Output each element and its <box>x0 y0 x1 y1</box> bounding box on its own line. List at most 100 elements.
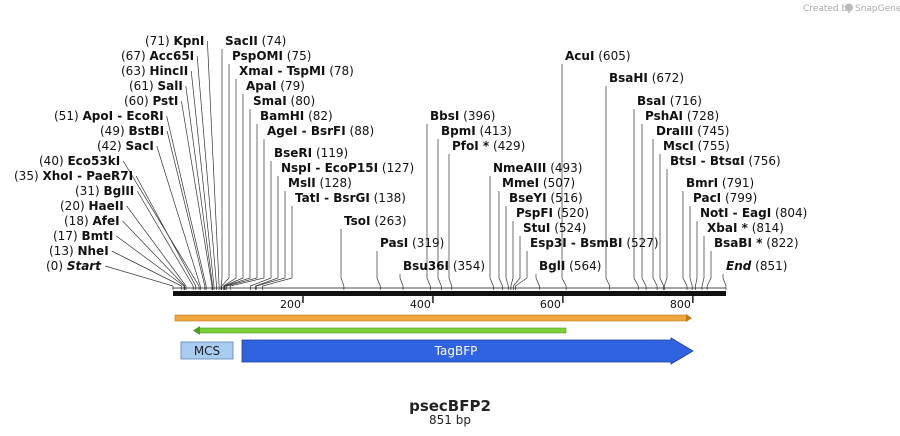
restriction-site-label[interactable]: (17) BmtI <box>53 229 113 243</box>
restriction-site-label[interactable]: (0) Start <box>46 259 102 273</box>
restriction-site-label[interactable]: AgeI - BsrFI (88) <box>267 124 374 138</box>
site-leader-line <box>255 191 286 290</box>
restriction-site-label[interactable]: BsaBI * (822) <box>714 236 799 250</box>
site-leader-line <box>513 236 521 290</box>
orange-band-arrowhead-icon <box>686 314 692 322</box>
site-leader-line <box>515 251 528 290</box>
restriction-site-label[interactable]: (71) KpnI <box>145 34 204 48</box>
restriction-site-label[interactable]: NmeAIII (493) <box>493 161 582 175</box>
site-leader-line <box>181 100 213 290</box>
restriction-site-label[interactable]: PacI (799) <box>693 191 757 205</box>
restriction-site-labels: (0) Start(13) NheI(17) BmtI(18) AfeI(20)… <box>14 34 807 273</box>
restriction-site-label[interactable]: SacII (74) <box>225 34 286 48</box>
restriction-site-label[interactable]: StuI (524) <box>523 221 587 235</box>
restriction-site-label[interactable]: BseYI (516) <box>509 191 583 205</box>
site-leader-line <box>633 109 639 290</box>
restriction-site-label[interactable]: Esp3I - BsmBI (527) <box>530 236 659 250</box>
dna-backbone <box>173 291 726 296</box>
restriction-site-label[interactable]: (35) XhoI - PaeR7I <box>14 169 133 183</box>
restriction-site-label[interactable]: (20) HaeII <box>60 199 124 213</box>
restriction-site-label[interactable]: (63) HincII <box>121 64 188 78</box>
restriction-site-label[interactable]: (60) PstI <box>124 94 178 108</box>
restriction-site-label[interactable]: Bsu36I (354) <box>403 259 485 273</box>
restriction-site-label[interactable]: BamHI (82) <box>260 109 333 123</box>
mcs-feature[interactable] <box>180 341 234 360</box>
site-leader-line <box>229 139 265 290</box>
site-leader-line <box>223 94 244 290</box>
ruler-tick-label: 800 <box>670 298 691 311</box>
site-leader-line <box>695 221 698 290</box>
ruler-tick-label: 400 <box>410 298 431 311</box>
restriction-site-label[interactable]: TatI - BsrGI (138) <box>295 191 406 205</box>
restriction-site-label[interactable]: PshAI (728) <box>645 109 719 123</box>
restriction-site-label[interactable]: NspI - EcoP15I (127) <box>281 161 414 175</box>
credit-prefix: Created by <box>803 4 853 14</box>
site-leader-line <box>220 49 223 290</box>
restriction-site-label[interactable]: ApaI (79) <box>246 79 305 93</box>
restriction-site-label[interactable]: BglI (564) <box>539 259 601 273</box>
restriction-site-label[interactable]: (42) SacI <box>97 139 154 153</box>
site-leader-line <box>682 191 688 290</box>
site-leader-line <box>641 124 647 290</box>
site-leader-line <box>122 160 200 290</box>
restriction-site-label[interactable]: (67) Acc65I <box>121 49 194 63</box>
restriction-site-label[interactable]: MslI (128) <box>288 176 352 190</box>
site-leader-line <box>340 229 345 290</box>
green-feature-arrow[interactable] <box>197 327 567 334</box>
site-leader-line <box>156 145 201 290</box>
site-leader-line <box>116 235 185 290</box>
site-leader-line <box>262 206 293 290</box>
restriction-site-label[interactable]: PasI (319) <box>380 236 444 250</box>
site-leader-line <box>659 154 664 290</box>
orange-feature-band[interactable] <box>174 314 688 322</box>
green-arrow-head-icon <box>193 326 200 335</box>
restriction-site-label[interactable]: PspOMI (75) <box>232 49 311 63</box>
restriction-site-label[interactable]: BsaI (716) <box>637 94 702 108</box>
site-leader-line <box>663 169 668 290</box>
restriction-site-label[interactable]: (49) BstBI <box>100 124 164 138</box>
restriction-site-label[interactable]: (31) BglII <box>75 184 134 198</box>
plasmid-name: psecBFP2 <box>409 397 491 415</box>
restriction-site-label[interactable]: (18) AfeI <box>64 214 120 228</box>
site-leader-line <box>166 115 207 290</box>
restriction-site-label[interactable]: MmeI (507) <box>502 176 575 190</box>
site-leader-line <box>701 236 705 290</box>
site-leader-line <box>489 176 494 290</box>
restriction-site-label[interactable]: DraIII (745) <box>656 124 729 138</box>
site-leader-line <box>207 40 220 290</box>
restriction-site-label[interactable]: (51) ApoI - EcoRI <box>54 109 164 123</box>
site-leader-line <box>122 220 186 290</box>
site-leader-line <box>111 250 182 290</box>
restriction-site-label[interactable]: TsoI (263) <box>344 214 407 228</box>
restriction-site-label[interactable]: MscI (755) <box>663 139 730 153</box>
restriction-site-label[interactable]: XbaI * (814) <box>707 221 784 235</box>
site-leader-line <box>255 176 279 290</box>
restriction-site-label[interactable]: BmrI (791) <box>686 176 754 190</box>
site-leader-line <box>196 55 217 290</box>
plasmid-length: 851 bp <box>429 413 471 427</box>
restriction-site-label[interactable]: AcuI (605) <box>565 49 631 63</box>
restriction-site-label[interactable]: PfoI * (429) <box>452 139 525 153</box>
mcs-label: MCS <box>194 344 220 358</box>
restriction-site-label[interactable]: NotI - EagI (804) <box>700 206 807 220</box>
site-leader-line <box>249 161 272 290</box>
restriction-site-label[interactable]: (61) SalI <box>129 79 183 93</box>
restriction-site-label[interactable]: End (851) <box>726 259 787 273</box>
site-leader-line <box>105 265 174 290</box>
restriction-site-label[interactable]: (40) Eco53kI <box>39 154 120 168</box>
restriction-site-label[interactable]: BpmI (413) <box>441 124 512 138</box>
restriction-site-label[interactable]: BsaHI (672) <box>609 71 684 85</box>
site-leader-line <box>126 205 187 290</box>
site-leader-lines <box>105 40 727 290</box>
restriction-site-label[interactable]: XmaI - TspMI (78) <box>239 64 354 78</box>
restriction-site-label[interactable]: SmaI (80) <box>253 94 315 108</box>
restriction-site-label[interactable]: BseRI (119) <box>274 146 348 160</box>
restriction-site-label[interactable]: BtsI - BtsαI (756) <box>670 154 781 168</box>
tagbfp-feature[interactable] <box>241 337 694 365</box>
restriction-site-label[interactable]: (13) NheI <box>49 244 109 258</box>
restriction-site-label[interactable]: BbsI (396) <box>430 109 495 123</box>
site-leader-line <box>505 206 509 290</box>
site-leader-line <box>376 251 381 290</box>
restriction-site-label[interactable]: PspFI (520) <box>516 206 589 220</box>
